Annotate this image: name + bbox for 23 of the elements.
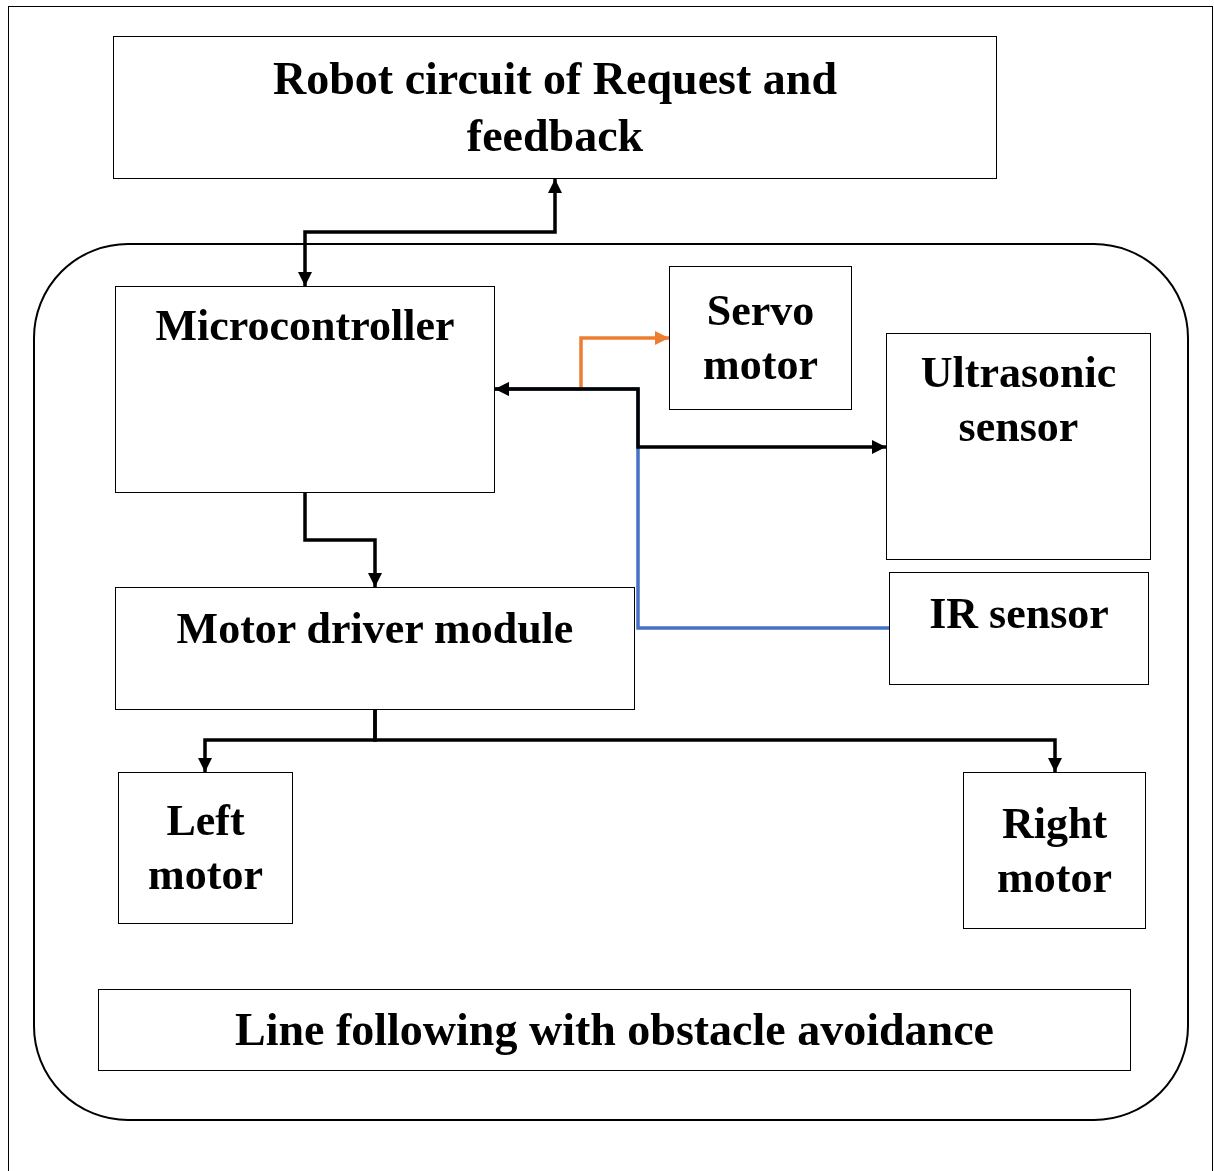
block-box (118, 772, 293, 924)
block-box (889, 572, 1149, 685)
arrow (298, 179, 562, 286)
block-box (963, 772, 1146, 929)
box-label: Robot circuit of Request and feedback (272, 52, 838, 163)
box-label: Motor driver module (175, 603, 575, 655)
box-label: IR sensor (928, 588, 1110, 640)
arrow (495, 382, 886, 454)
box-label: Left motor (147, 795, 264, 901)
box-label: Line following with obstacle avoidance (234, 1002, 995, 1057)
block-box (113, 36, 997, 179)
arrow (373, 710, 1062, 772)
block-box (669, 266, 852, 410)
box-label: Servo motor (702, 285, 819, 391)
box-label: Right motor (996, 797, 1113, 904)
block-box (115, 587, 635, 710)
block-box (115, 286, 495, 493)
box-label: Ultrasonic sensor (919, 347, 1118, 453)
block-box (98, 989, 1131, 1071)
block-box (886, 333, 1151, 560)
arrow (303, 493, 382, 587)
rounded-frame (33, 243, 1189, 1121)
box-label: Microcontroller (154, 300, 456, 352)
